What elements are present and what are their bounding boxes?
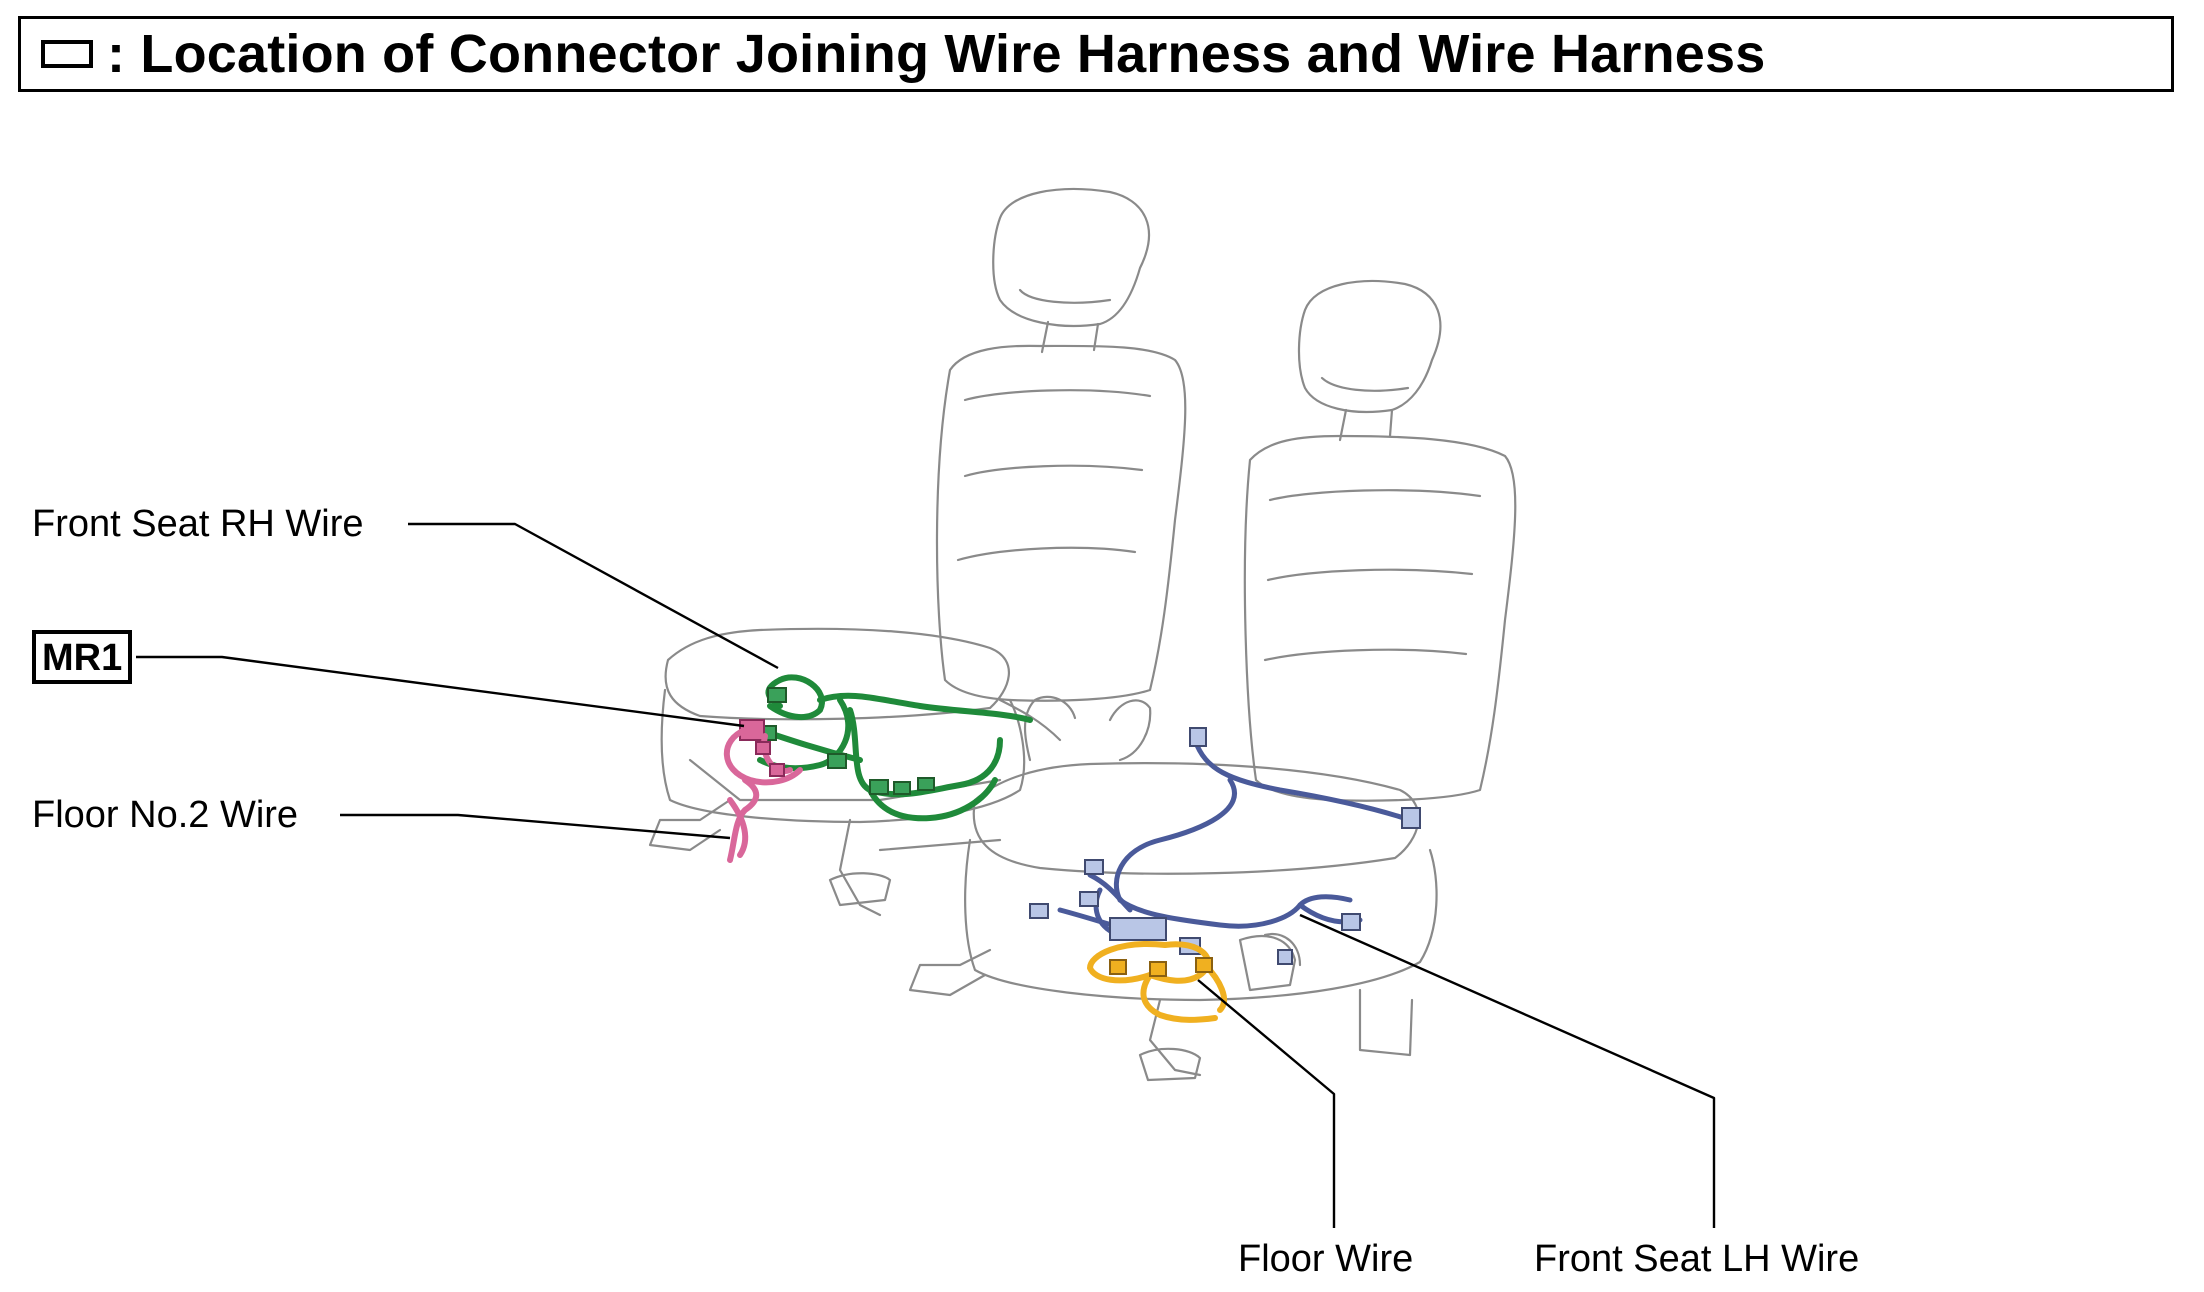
floor-no2-wire-connectors [755, 741, 785, 777]
rh-seat-outline [648, 187, 1187, 917]
label-front-seat-rh-wire: Front Seat RH Wire [32, 503, 364, 545]
leader-front-seat-lh-wire [1299, 913, 1716, 1228]
title-bar: : Location of Connector Joining Wire Har… [18, 16, 2174, 92]
leader-mr1 [136, 655, 745, 728]
label-floor-no2-wire: Floor No.2 Wire [32, 794, 299, 836]
lh-seat-outline [908, 279, 1517, 1082]
floor-no2-wire-harness [723, 727, 803, 863]
page-title: : Location of Connector Joining Wire Har… [107, 24, 1766, 84]
leader-floor-wire [1197, 979, 1336, 1228]
leader-floor-no2-wire [340, 813, 731, 840]
leader-front-seat-rh-wire [408, 522, 779, 670]
front-seat-lh-wire-harness [1057, 737, 1413, 938]
label-front-seat-lh-wire: Front Seat LH Wire [1534, 1238, 1860, 1280]
front-seat-rh-wire-harness [757, 674, 1033, 822]
connector-label-mr1: MR1 [32, 630, 133, 684]
connector-legend-box-icon [41, 40, 93, 68]
floor-wire-connectors [1109, 957, 1213, 977]
front-seat-lh-wire-connectors [1029, 727, 1421, 965]
leader-lines [136, 522, 1716, 1228]
label-floor-wire: Floor Wire [1238, 1238, 1414, 1280]
